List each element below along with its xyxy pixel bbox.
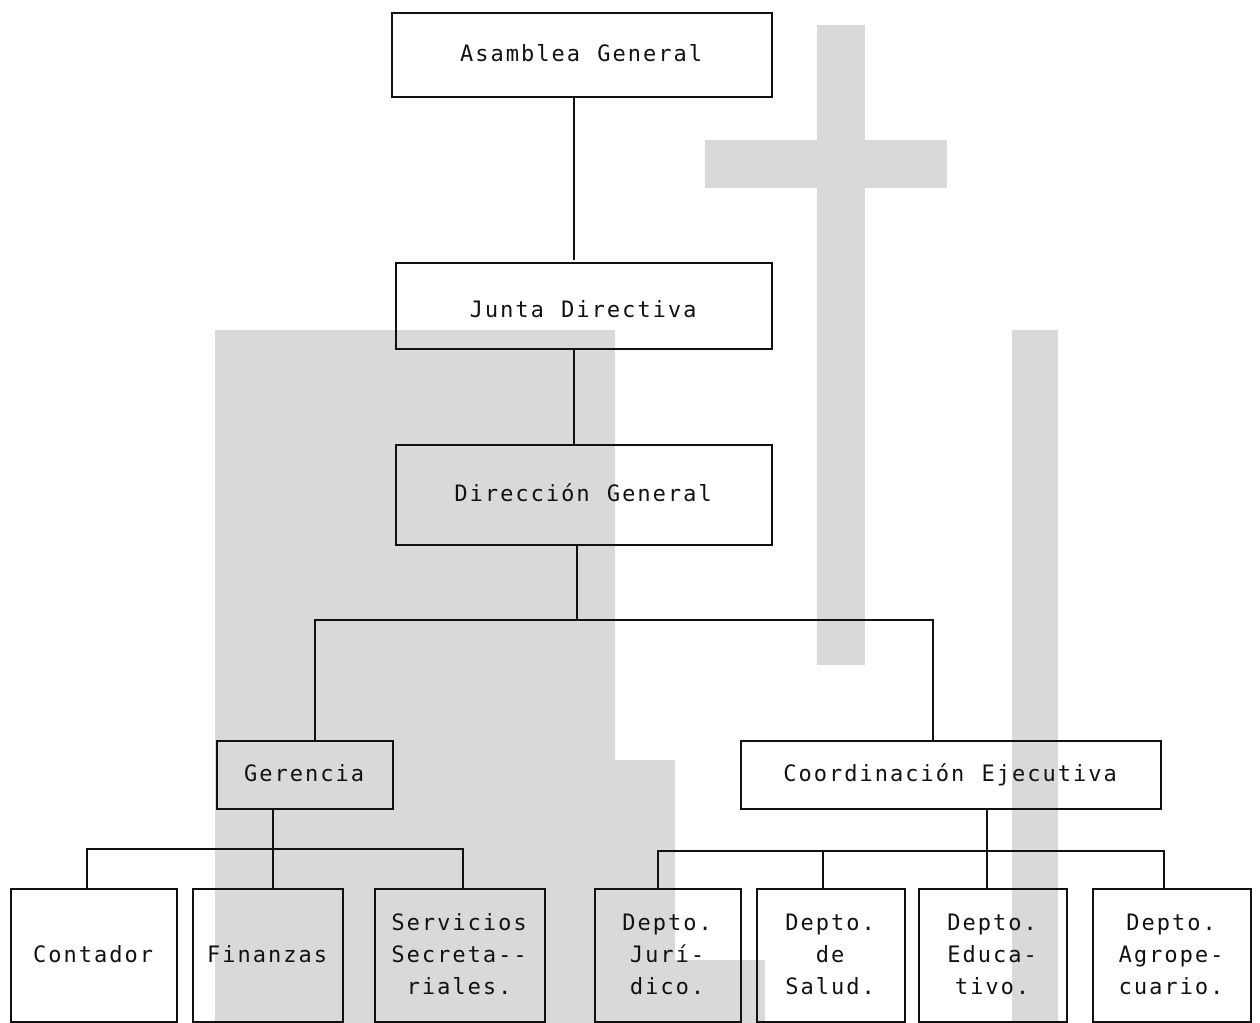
- connector-asamblea-junta: [573, 96, 575, 260]
- watermark-right-bar: [1012, 330, 1058, 1023]
- connector-gerencia-units: [86, 848, 464, 850]
- connector-direccion-split: [576, 544, 578, 620]
- connector-to-coordinacion: [932, 619, 934, 740]
- depto-salud-box: Depto. de Salud.: [756, 888, 906, 1023]
- gerencia-box: Gerencia: [216, 740, 394, 810]
- connector-juridico: [657, 850, 659, 888]
- connector-junta-direccion: [573, 348, 575, 444]
- contador-box: Contador: [10, 888, 178, 1023]
- depto-educativo-box: Depto. Educa- tivo.: [918, 888, 1068, 1023]
- connector-branch-horizontal: [314, 619, 934, 621]
- connector-coordinacion-down: [986, 808, 988, 850]
- connector-contador: [86, 848, 88, 888]
- connector-finanzas: [272, 848, 274, 888]
- junta-directiva-box: Junta Directiva: [395, 262, 773, 350]
- connector-educativo: [986, 850, 988, 888]
- connector-agropecuario: [1163, 850, 1165, 888]
- connector-coordinacion-units: [657, 850, 1165, 852]
- connector-salud: [822, 850, 824, 888]
- connector-to-gerencia: [314, 619, 316, 740]
- direccion-general-box: Dirección General: [395, 444, 773, 546]
- connector-gerencia-down: [272, 808, 274, 848]
- watermark-cross-vertical: [817, 25, 865, 665]
- servicios-secretariales-box: Servicios Secreta-- riales.: [374, 888, 546, 1023]
- coordinacion-ejecutiva-box: Coordinación Ejecutiva: [740, 740, 1162, 810]
- depto-agropecuario-box: Depto. Agrope- cuario.: [1092, 888, 1252, 1023]
- asamblea-general-box: Asamblea General: [391, 12, 773, 98]
- depto-juridico-box: Depto. Jurí- dico.: [594, 888, 742, 1023]
- finanzas-box: Finanzas: [192, 888, 344, 1023]
- watermark-cross-horizontal: [705, 140, 947, 188]
- connector-servicios: [462, 848, 464, 888]
